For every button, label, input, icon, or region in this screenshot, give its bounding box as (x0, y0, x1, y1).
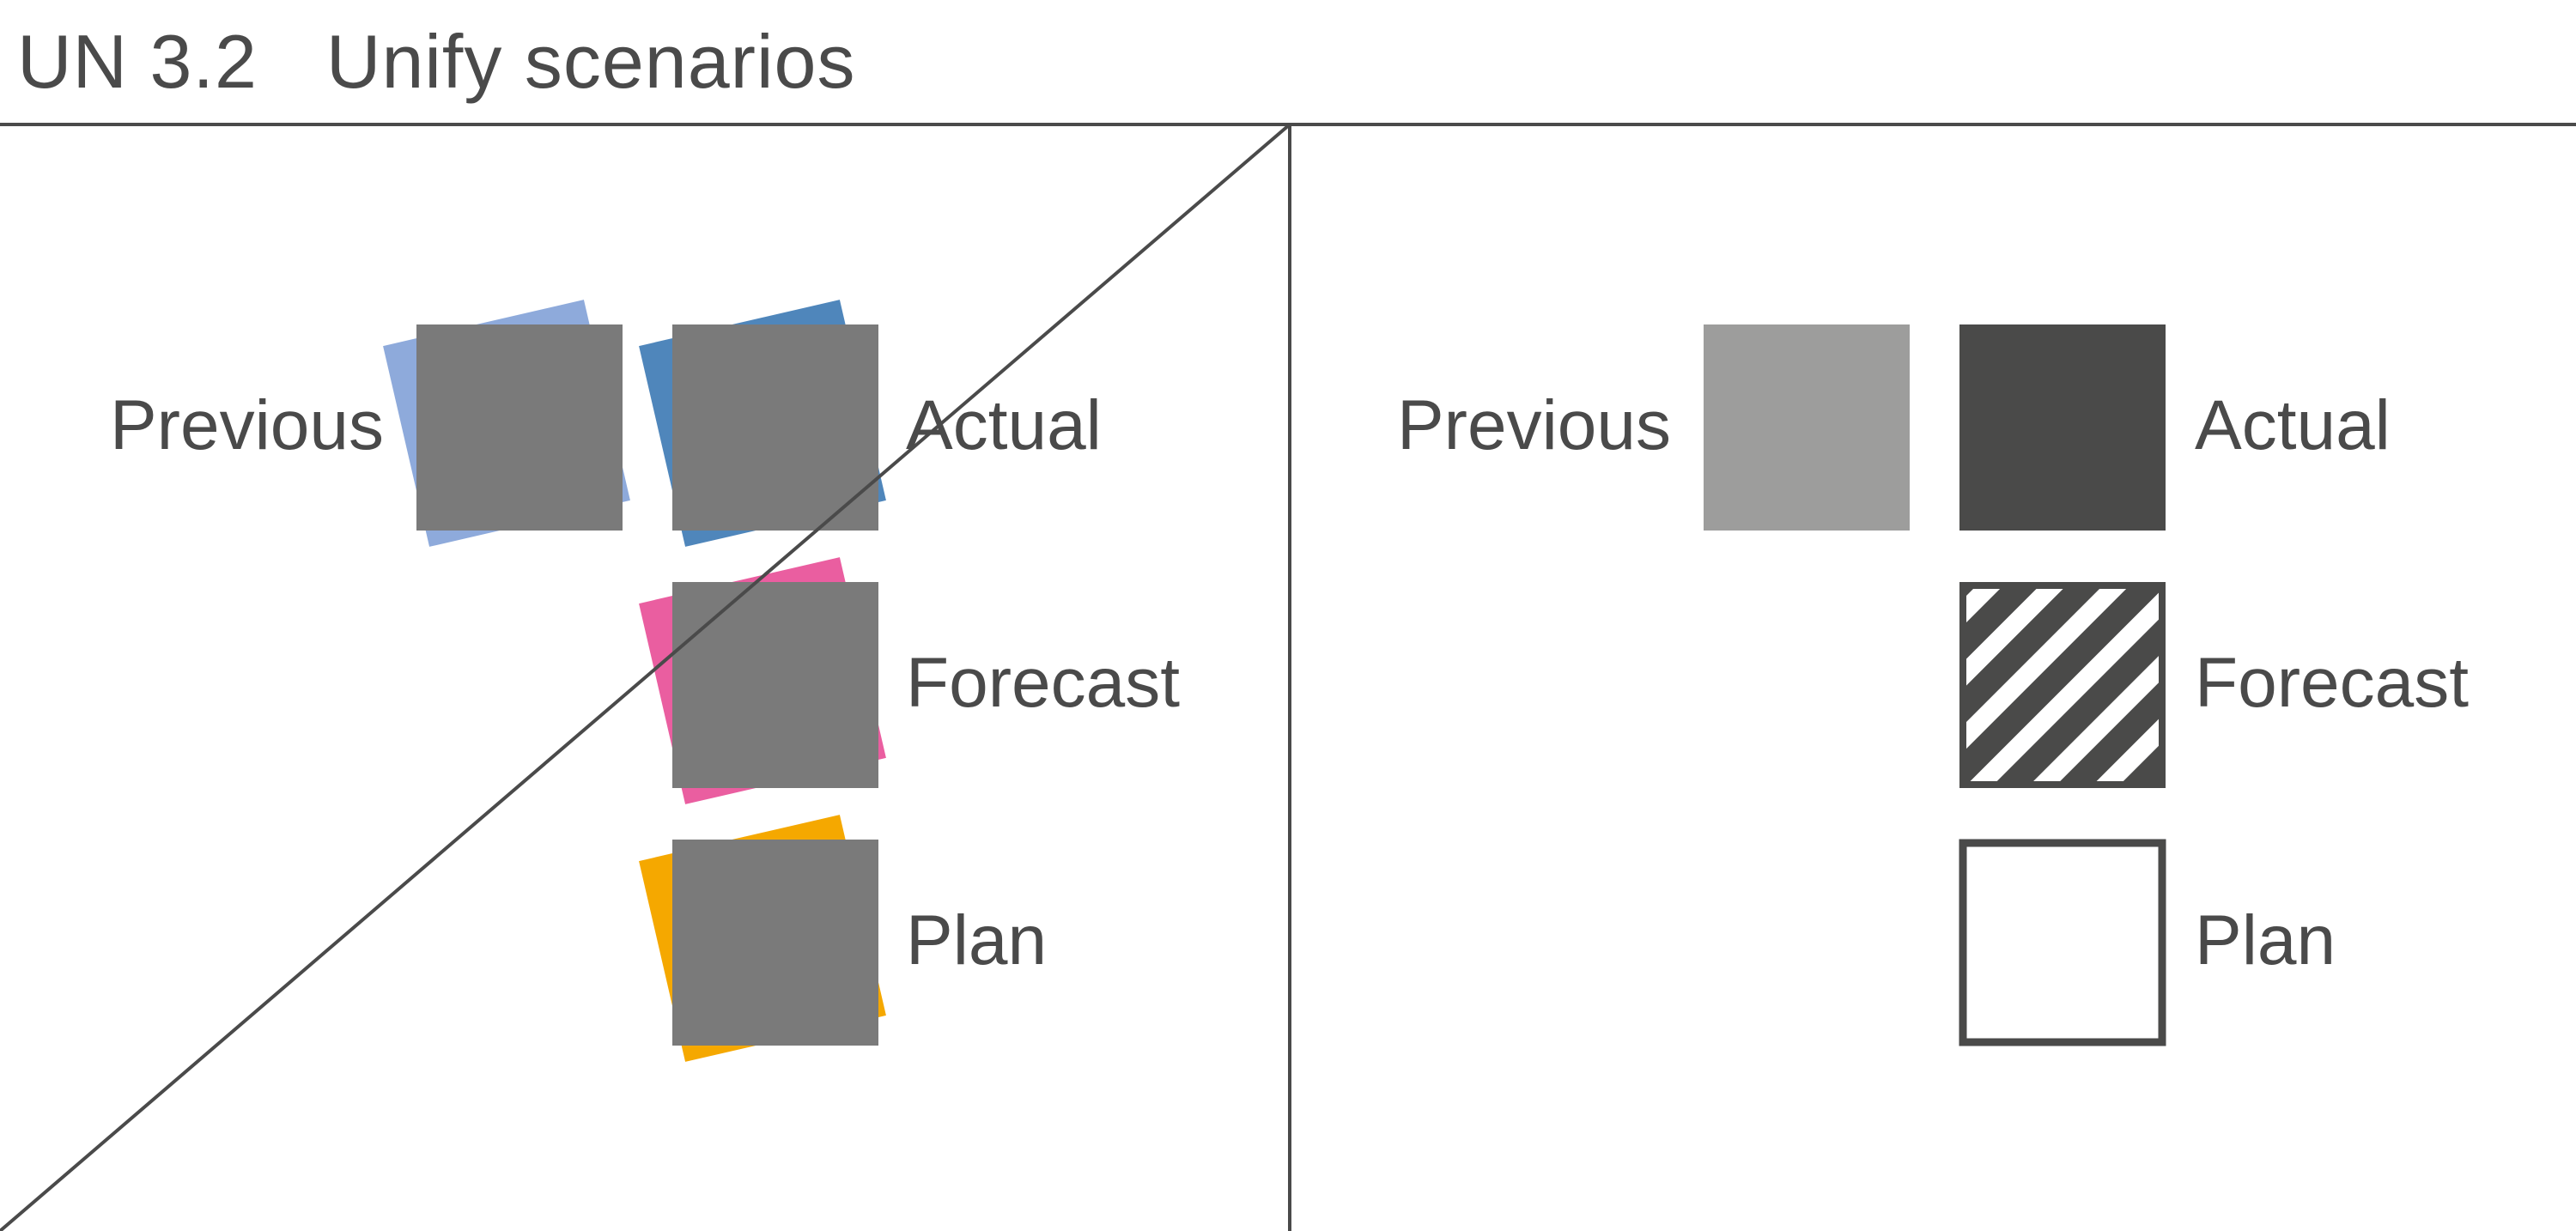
title-text: Unify scenarios (325, 19, 856, 104)
forecast-hatched-square (1959, 582, 2166, 788)
strike-diagonal (0, 123, 1291, 1231)
previous-unified-square (1704, 324, 1910, 531)
forecast-gray-square (672, 582, 878, 788)
right-panel: Previous Actual Forecast Plan (1397, 324, 2469, 1046)
actual-gray-square (672, 324, 878, 531)
plan-gray-square (672, 840, 878, 1046)
left-label-actual: Actual (906, 386, 1102, 464)
right-label-forecast: Forecast (2195, 644, 2469, 722)
page-title: UN 3.2 Unify scenarios (17, 19, 855, 105)
left-label-forecast: Forecast (906, 644, 1180, 722)
title-number: UN 3.2 (17, 19, 258, 104)
left-panel: Previous Actual Forecast Plan (0, 123, 1291, 1231)
previous-gray-square (416, 324, 623, 531)
right-label-previous: Previous (1397, 386, 1671, 464)
left-label-previous: Previous (110, 386, 384, 464)
left-label-plan: Plan (906, 901, 1047, 979)
right-label-actual: Actual (2195, 386, 2391, 464)
plan-outline-square (1959, 839, 2166, 1046)
actual-unified-square (1959, 324, 2166, 531)
right-label-plan: Plan (2195, 901, 2336, 979)
